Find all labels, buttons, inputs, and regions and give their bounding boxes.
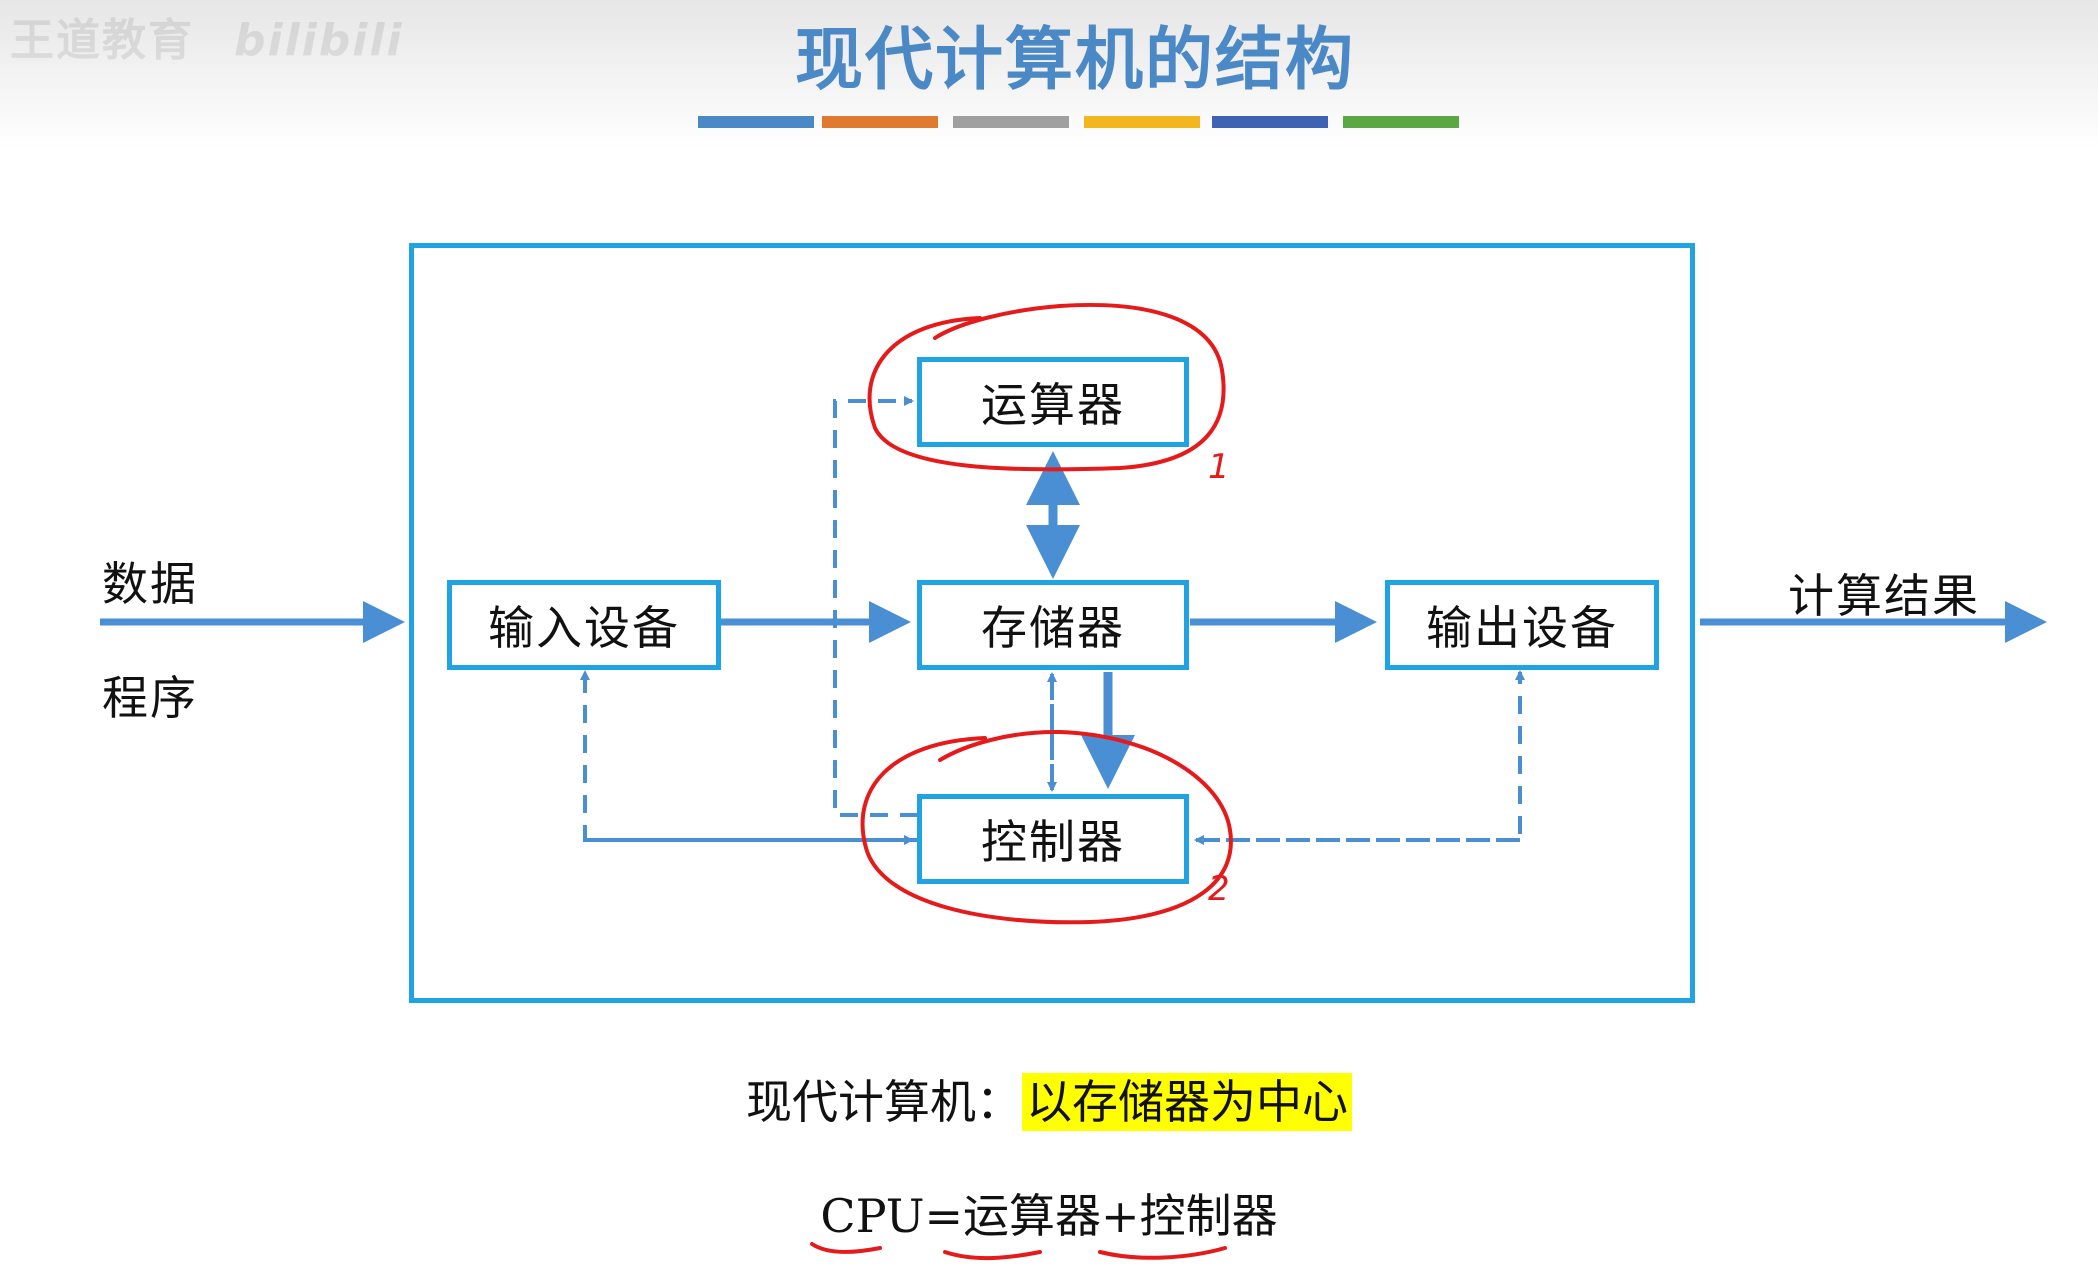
watermark: 王道教育 bilibili xyxy=(10,4,403,68)
input-device-box: 输入设备 xyxy=(447,580,721,670)
watermark-text: 王道教育 xyxy=(10,15,194,66)
color-bar-5 xyxy=(1212,116,1328,128)
output-device-label: 输出设备 xyxy=(1426,601,1618,655)
input-label-program: 程序 xyxy=(102,671,198,725)
alu-label: 运算器 xyxy=(981,378,1125,432)
output-label-result: 计算结果 xyxy=(1788,569,1980,623)
annotation-underline-alu xyxy=(943,1250,1042,1261)
alu-box: 运算器 xyxy=(917,357,1189,447)
slide-title: 现代计算机的结构 xyxy=(794,21,1355,100)
control-unit-label: 控制器 xyxy=(981,815,1125,869)
caption-prefix: 现代计算机： xyxy=(746,1075,1022,1129)
annotation-underline-cpu xyxy=(810,1242,882,1254)
memory-label: 存储器 xyxy=(981,601,1125,655)
control-signal-output xyxy=(1196,670,1525,842)
color-bar-1 xyxy=(698,116,814,128)
annotation-circle-alu xyxy=(867,302,1226,472)
computer-system-frame xyxy=(409,243,1695,1003)
annotation-underline-control xyxy=(1098,1246,1227,1260)
control-signal-to-alu xyxy=(833,396,918,817)
caption-memory-centric: 现代计算机：以存储器为中心 xyxy=(0,1066,2098,1132)
caption-cpu-definition: CPU=运算器+控制器 xyxy=(820,1189,1278,1243)
control-unit-box: 控制器 xyxy=(917,794,1189,884)
caption-highlight: 以存储器为中心 xyxy=(1022,1073,1352,1131)
output-device-box: 输出设备 xyxy=(1385,580,1659,670)
annotation-circle-control xyxy=(860,729,1233,925)
color-bar-3 xyxy=(953,116,1069,128)
color-bar-6 xyxy=(1343,116,1459,128)
color-bar-2 xyxy=(822,116,938,128)
annotation-number-2: 2 xyxy=(1208,869,1230,909)
input-label-data: 数据 xyxy=(102,557,198,611)
control-signal-input xyxy=(580,670,918,842)
annotation-number-1: 1 xyxy=(1208,447,1230,487)
input-device-label: 输入设备 xyxy=(488,601,680,655)
color-bar-4 xyxy=(1084,116,1200,128)
watermark-logo: bilibili xyxy=(234,15,404,66)
memory-box: 存储器 xyxy=(917,580,1189,670)
